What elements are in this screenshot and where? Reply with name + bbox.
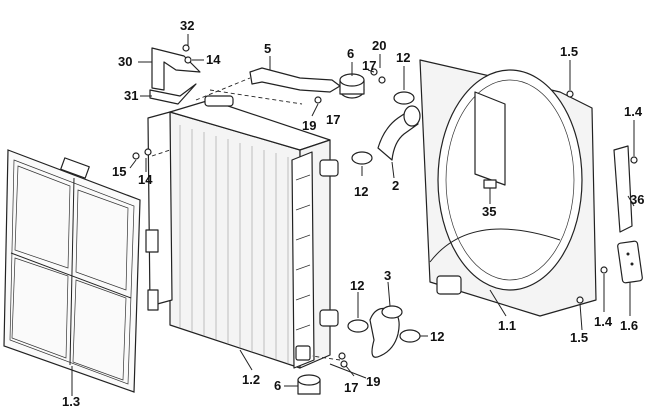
leader-lines <box>71 34 635 396</box>
label-5: 5 <box>264 41 271 56</box>
radiator-core-part <box>145 95 339 369</box>
fan-shroud-part <box>419 59 597 317</box>
mount-bracket-part <box>149 47 201 105</box>
label-19-bottom: 19 <box>366 374 380 389</box>
rubber-mount-bottom-part <box>297 374 321 395</box>
label-17-bottom: 17 <box>344 380 358 395</box>
label-6-bottom: 6 <box>274 378 281 393</box>
label-17-mid: 17 <box>326 112 340 127</box>
label-14-top: 14 <box>206 52 221 67</box>
part-labels: 32 14 30 31 5 6 20 17 12 19 17 15 14 12 … <box>62 18 644 409</box>
front-screen-part <box>3 149 141 393</box>
shroud-plate-part <box>474 91 506 186</box>
label-36: 36 <box>630 192 644 207</box>
label-12-lower-left: 12 <box>350 278 364 293</box>
label-3: 3 <box>384 268 391 283</box>
fasteners-part <box>132 44 638 368</box>
label-1-5-bottom: 1.5 <box>570 330 588 345</box>
label-1-4-top: 1.4 <box>624 104 643 119</box>
lower-hose-part <box>369 305 403 358</box>
label-30: 30 <box>118 54 132 69</box>
label-17-top: 17 <box>362 58 376 73</box>
label-1-6: 1.6 <box>620 318 638 333</box>
label-20: 20 <box>372 38 386 53</box>
label-12-top: 12 <box>396 50 410 65</box>
label-19-top: 19 <box>302 118 316 133</box>
bracket-bar-part <box>249 67 341 93</box>
label-32: 32 <box>180 18 194 33</box>
label-1-2: 1.2 <box>242 372 260 387</box>
label-1-1: 1.1 <box>498 318 516 333</box>
assembly-lines <box>151 77 341 361</box>
label-2: 2 <box>392 178 399 193</box>
label-12-lower-right: 12 <box>430 329 444 344</box>
label-1-5-top: 1.5 <box>560 44 578 59</box>
label-12-mid: 12 <box>354 184 368 199</box>
side-bracket-part <box>613 145 643 284</box>
label-14-left: 14 <box>138 172 153 187</box>
label-35: 35 <box>482 204 496 219</box>
hose-clamps-part <box>347 91 421 343</box>
label-6-top: 6 <box>347 46 354 61</box>
rubber-mount-top-part <box>339 73 365 99</box>
label-1-4-bottom: 1.4 <box>594 314 613 329</box>
upper-hose-part <box>377 105 421 161</box>
label-15: 15 <box>112 164 126 179</box>
label-31: 31 <box>124 88 138 103</box>
label-1-3: 1.3 <box>62 394 80 409</box>
